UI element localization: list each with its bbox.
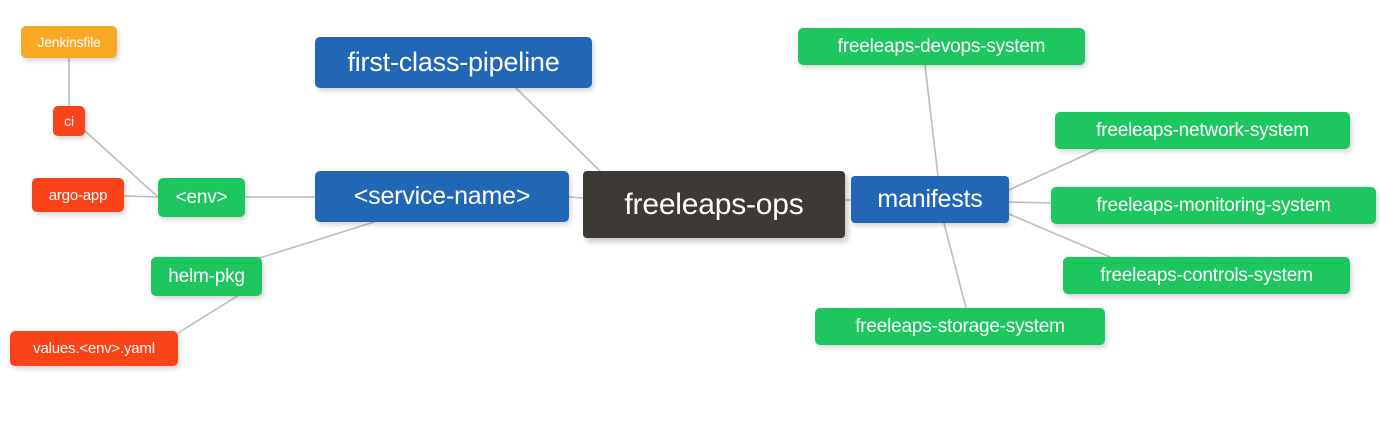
edge-manifests-to-freeleaps-devops-system xyxy=(924,64,939,177)
node-label-freeleaps-ops: freeleaps-ops xyxy=(624,187,804,221)
edge-service-name-to-freeleaps-ops xyxy=(568,196,584,199)
node-label-freeleaps-monitoring-system: freeleaps-monitoring-system xyxy=(1096,195,1331,216)
node-freeleaps-network-system[interactable]: freeleaps-network-system xyxy=(1055,112,1350,149)
node-label-argo-app: argo-app xyxy=(48,186,108,204)
node-label-manifests: manifests xyxy=(877,185,983,213)
node-freeleaps-controls-system[interactable]: freeleaps-controls-system xyxy=(1063,257,1350,294)
node-label-values-yaml: values.<env>.yaml xyxy=(33,340,155,357)
edge-values-yaml-to-helm-pkg xyxy=(177,289,248,334)
node-label-env: <env> xyxy=(175,187,228,208)
node-label-freeleaps-devops-system: freeleaps-devops-system xyxy=(837,36,1046,57)
node-label-service-name: <service-name> xyxy=(353,182,531,210)
node-freeleaps-monitoring-system[interactable]: freeleaps-monitoring-system xyxy=(1051,187,1376,224)
node-freeleaps-storage-system[interactable]: freeleaps-storage-system xyxy=(815,308,1105,345)
node-label-helm-pkg: helm-pkg xyxy=(168,266,245,287)
node-label-freeleaps-controls-system: freeleaps-controls-system xyxy=(1100,265,1313,286)
node-freeleaps-ops[interactable]: freeleaps-ops xyxy=(583,171,845,238)
node-label-ci: ci xyxy=(64,113,74,129)
edge-manifests-to-freeleaps-network-system xyxy=(1008,148,1099,191)
node-values-yaml[interactable]: values.<env>.yaml xyxy=(10,331,178,366)
node-ci[interactable]: ci xyxy=(53,106,85,136)
edge-helm-pkg-to-service-name xyxy=(246,221,375,263)
edge-argo-app-to-env xyxy=(123,195,159,198)
node-argo-app[interactable]: argo-app xyxy=(32,178,124,212)
node-jenkinsfile[interactable]: Jenkinsfile xyxy=(21,26,117,58)
node-service-name[interactable]: <service-name> xyxy=(315,171,569,222)
node-label-first-class-pipeline: first-class-pipeline xyxy=(347,47,560,77)
node-freeleaps-devops-system[interactable]: freeleaps-devops-system xyxy=(798,28,1085,65)
node-label-freeleaps-storage-system: freeleaps-storage-system xyxy=(855,316,1065,337)
edge-manifests-to-freeleaps-storage-system xyxy=(943,222,967,309)
node-label-freeleaps-network-system: freeleaps-network-system xyxy=(1096,120,1309,141)
node-env[interactable]: <env> xyxy=(158,178,245,217)
node-label-jenkinsfile: Jenkinsfile xyxy=(37,34,101,50)
edge-manifests-to-freeleaps-monitoring-system xyxy=(1008,201,1052,204)
node-helm-pkg[interactable]: helm-pkg xyxy=(151,257,262,296)
node-first-class-pipeline[interactable]: first-class-pipeline xyxy=(315,37,592,88)
node-manifests[interactable]: manifests xyxy=(851,176,1009,223)
edge-first-class-pipeline-to-freeleaps-ops xyxy=(515,87,601,172)
